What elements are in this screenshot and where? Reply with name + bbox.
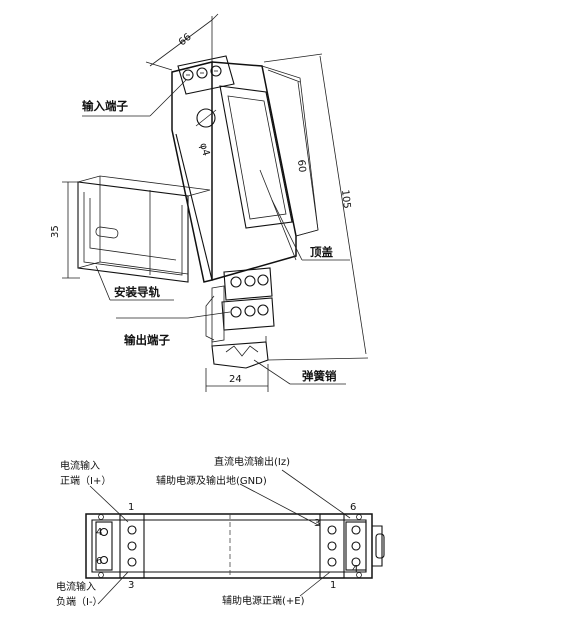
pin-number: 4	[352, 564, 358, 575]
terminal-screws	[99, 525, 361, 567]
pin-number: 1	[330, 580, 336, 591]
module-body	[171, 55, 319, 369]
pin-number: 3	[314, 518, 320, 529]
label-aux-power-pos: 辅助电源正端(+E)	[222, 594, 305, 607]
dimension-hole: φ4	[197, 142, 211, 157]
screw-hole-icon	[356, 514, 362, 520]
label-current-input-pos: 电流输入	[60, 459, 100, 472]
pin-number: 1	[128, 502, 134, 513]
label-output-terminal: 输出端子	[124, 333, 170, 347]
pin-number: 6	[350, 502, 356, 513]
label-current-input-pos-sub: 正端（I+）	[60, 474, 111, 487]
label-input-terminal: 输入端子	[82, 99, 128, 113]
mounting-hole-icon	[196, 108, 216, 128]
module-isometric-drawing: 66 60 105 35 24 φ4 输入端子 安装导轨 输出端子 顶盖 弹簧销	[50, 13, 369, 392]
dimension-lines	[62, 13, 369, 392]
wiring-leader-lines	[89, 469, 351, 605]
pin-number: 4	[96, 527, 102, 538]
dimension-depth: 66	[177, 32, 194, 49]
dimension-body-height: 60	[295, 159, 307, 173]
label-current-input-neg-sub: 负端（I-）	[56, 595, 103, 608]
screw-hole-icon	[356, 572, 362, 578]
screw-hole-icon	[98, 572, 104, 578]
din-rail	[77, 175, 211, 283]
screw-hole-icon	[98, 514, 104, 520]
dimension-width: 24	[229, 374, 242, 385]
dimension-total-height: 105	[339, 189, 352, 209]
label-current-input-neg: 电流输入	[56, 580, 96, 593]
label-aux-power-gnd: 辅助电源及输出地(GND)	[156, 474, 267, 487]
pin-number: 6	[96, 556, 102, 567]
label-dc-current-output: 直流电流输出(Iz)	[214, 455, 290, 468]
label-top-cover: 顶盖	[310, 245, 333, 259]
dimension-rail-width: 35	[50, 225, 61, 238]
label-spring-pin: 弹簧销	[302, 369, 337, 383]
wiring-top-view: 1 3 4 6 3 6 1 4 电流输入 正端（I+） 电流输入 负端（I-） …	[56, 455, 385, 608]
label-din-rail: 安装导轨	[114, 285, 160, 299]
pin-number: 3	[128, 580, 134, 591]
leader-lines	[82, 79, 350, 385]
